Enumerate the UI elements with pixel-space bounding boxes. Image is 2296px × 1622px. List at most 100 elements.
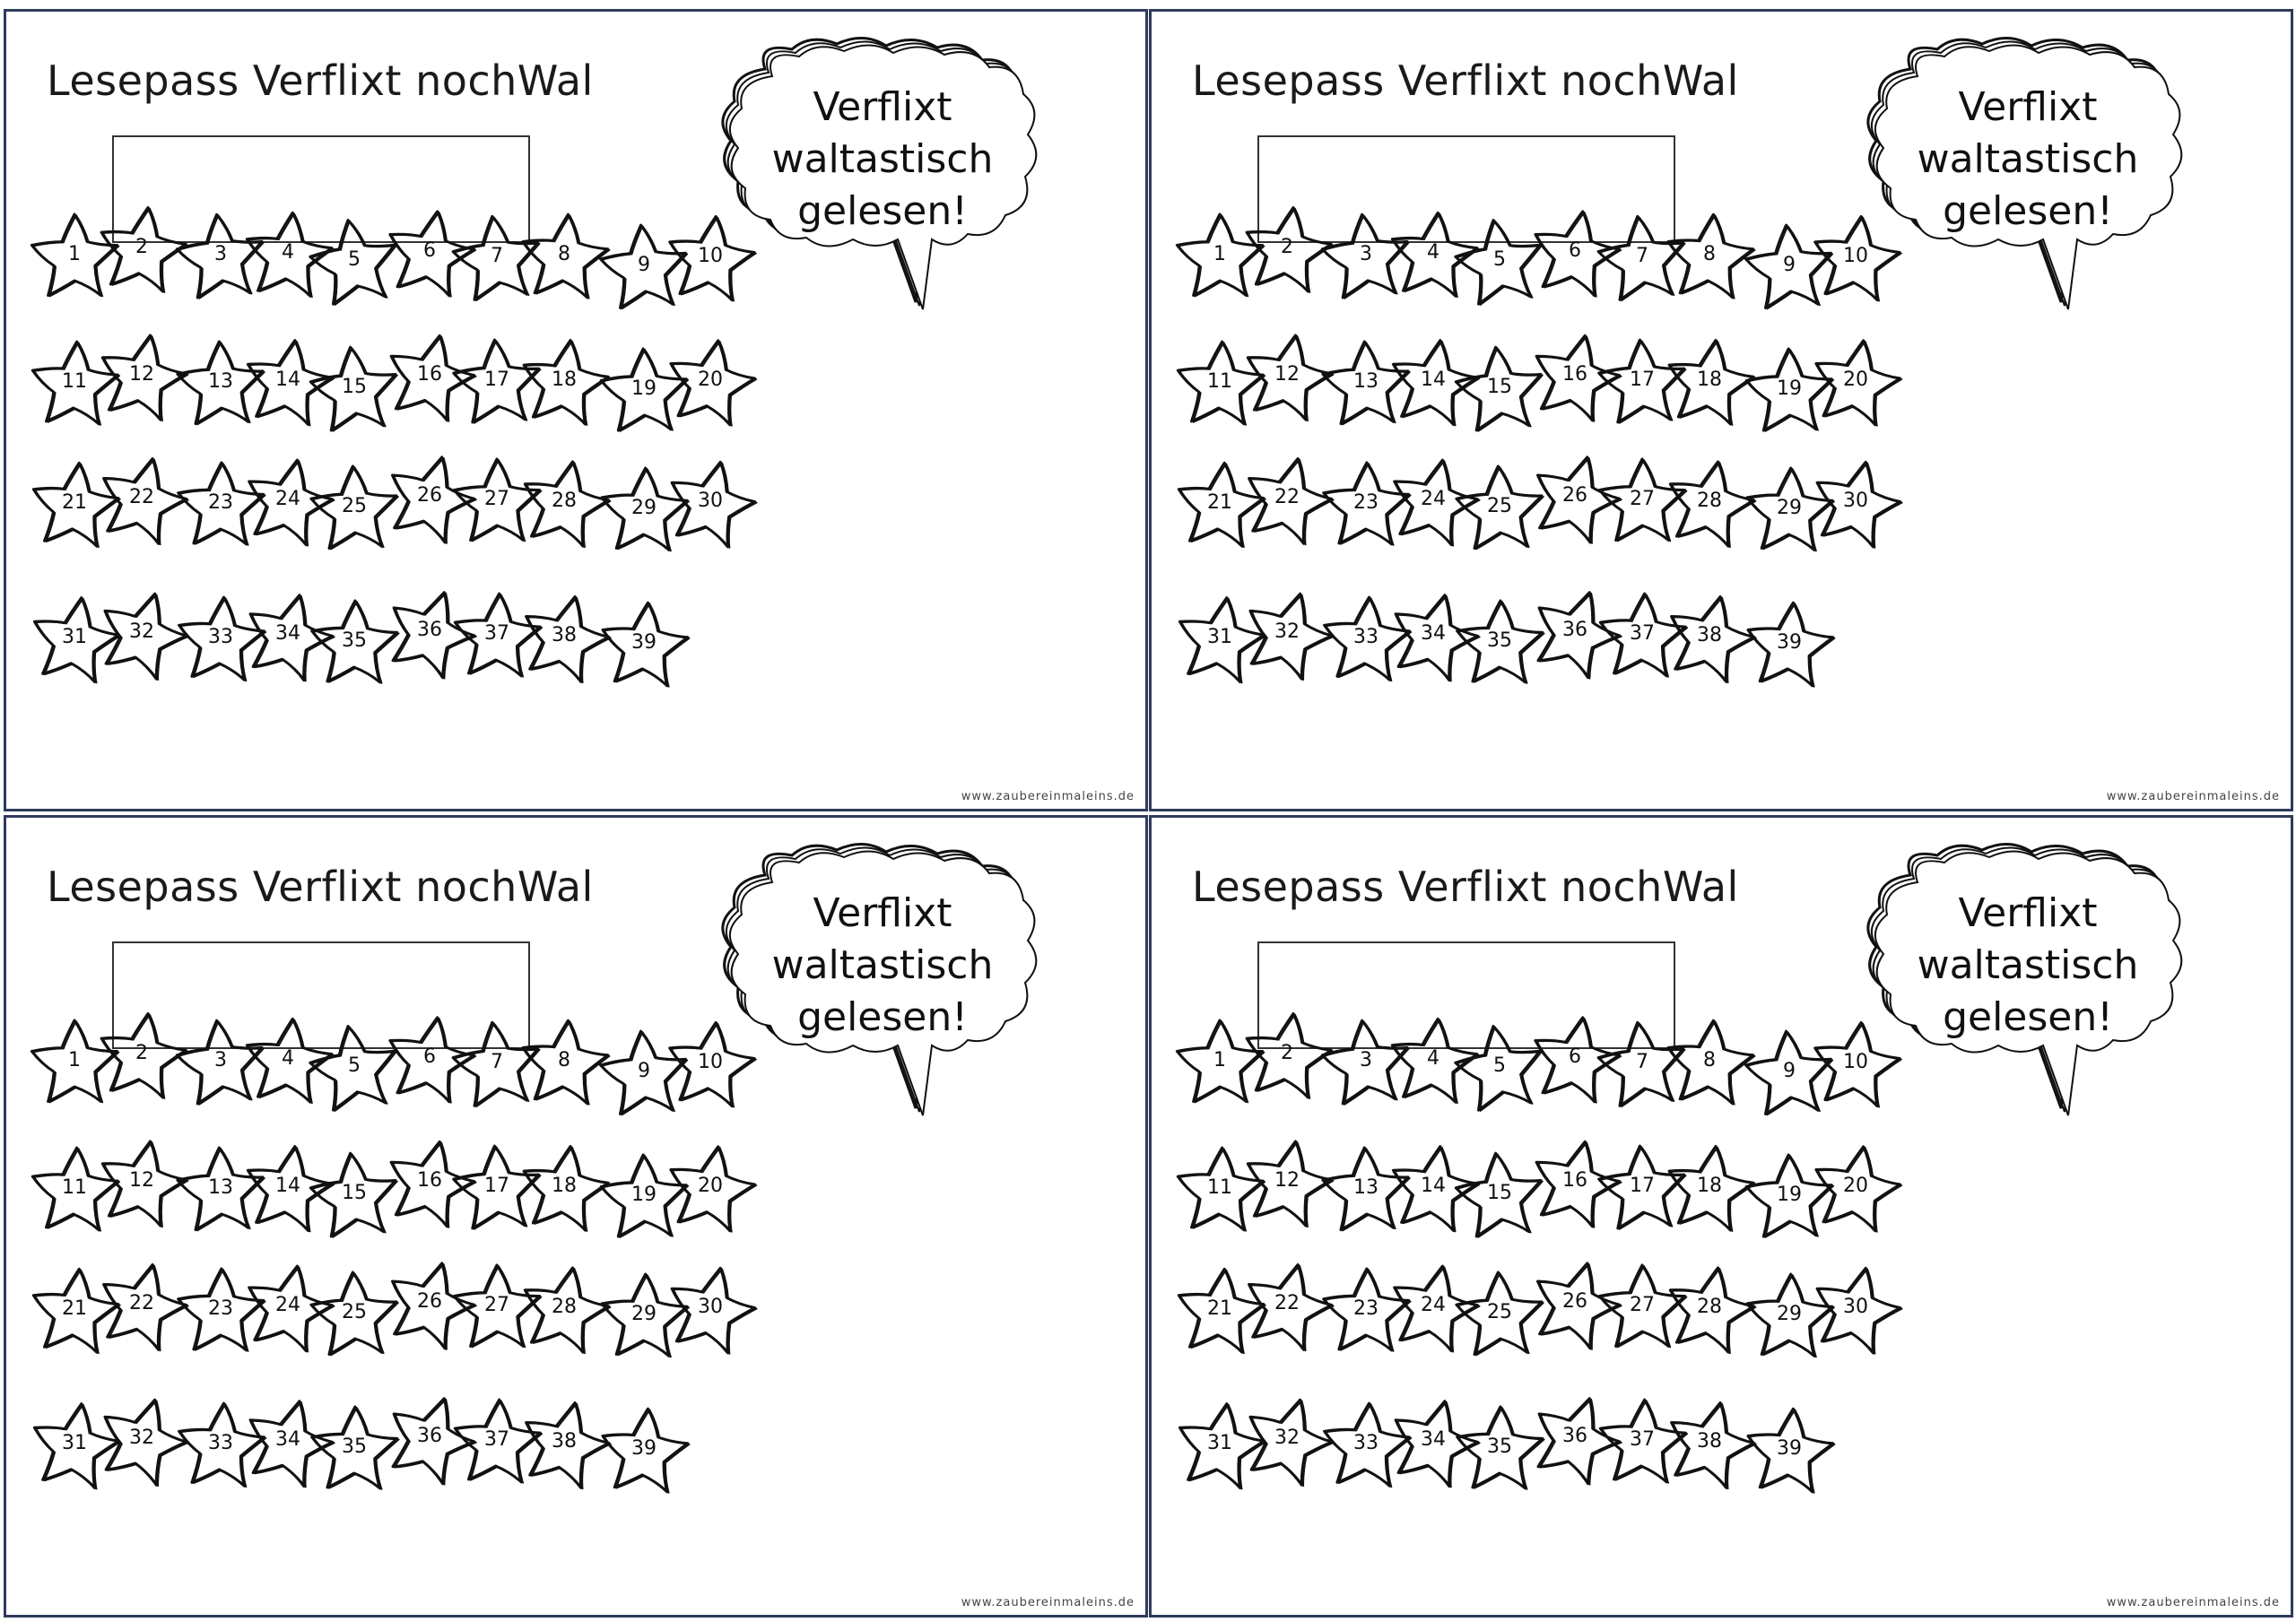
- reading-star[interactable]: 28: [516, 455, 613, 549]
- reading-star[interactable]: 20: [1807, 334, 1904, 428]
- reading-star[interactable]: 33: [1318, 1398, 1414, 1491]
- reading-star[interactable]: 21: [26, 1263, 123, 1357]
- reading-star[interactable]: 26: [1526, 1256, 1623, 1350]
- reading-star[interactable]: 7: [1594, 1017, 1691, 1110]
- reading-star[interactable]: 20: [662, 1141, 759, 1234]
- reading-star[interactable]: 31: [26, 592, 123, 685]
- reading-star[interactable]: 1: [26, 209, 123, 302]
- reading-star[interactable]: 12: [93, 1135, 190, 1228]
- reading-star[interactable]: 20: [1807, 1141, 1904, 1234]
- reading-star[interactable]: 35: [306, 595, 403, 689]
- reading-star[interactable]: 17: [448, 1141, 545, 1234]
- reading-star[interactable]: 21: [1171, 457, 1268, 551]
- reading-star[interactable]: 28: [1661, 455, 1758, 549]
- reading-star[interactable]: 22: [1239, 1258, 1335, 1352]
- name-field-box[interactable]: [1257, 941, 1675, 1049]
- reading-star[interactable]: 18: [1661, 334, 1758, 428]
- reading-star[interactable]: 23: [172, 457, 269, 551]
- reading-star[interactable]: 19: [1741, 343, 1838, 437]
- reading-star[interactable]: 27: [1594, 1260, 1691, 1353]
- reading-star[interactable]: 15: [1451, 1148, 1548, 1241]
- reading-star[interactable]: 38: [516, 1396, 613, 1490]
- reading-star[interactable]: 30: [1807, 455, 1904, 549]
- reading-star[interactable]: 8: [1661, 1015, 1758, 1108]
- reading-star[interactable]: 10: [662, 211, 759, 304]
- reading-star[interactable]: 28: [516, 1262, 613, 1355]
- reading-star[interactable]: 39: [1741, 1403, 1838, 1496]
- reading-star[interactable]: 17: [1594, 334, 1691, 428]
- reading-star[interactable]: 22: [1239, 452, 1335, 546]
- reading-star[interactable]: 10: [1807, 1017, 1904, 1110]
- reading-star[interactable]: 14: [1385, 1141, 1482, 1234]
- reading-star[interactable]: 22: [93, 1258, 190, 1352]
- reading-star[interactable]: 34: [1385, 1394, 1482, 1488]
- reading-star[interactable]: 16: [381, 1135, 478, 1228]
- reading-star[interactable]: 35: [306, 1401, 403, 1495]
- reading-star[interactable]: 20: [662, 334, 759, 428]
- reading-star[interactable]: 36: [381, 1391, 478, 1486]
- reading-star[interactable]: 3: [172, 209, 269, 302]
- reading-star[interactable]: 5: [1451, 1020, 1548, 1114]
- reading-star[interactable]: 4: [239, 1013, 336, 1106]
- name-field-box[interactable]: [112, 941, 530, 1049]
- reading-star[interactable]: 18: [516, 1141, 613, 1234]
- reading-star[interactable]: 32: [93, 1392, 190, 1488]
- reading-star[interactable]: 3: [172, 1015, 269, 1108]
- reading-star[interactable]: 18: [1661, 1141, 1758, 1234]
- reading-star[interactable]: 34: [239, 588, 336, 682]
- reading-star[interactable]: 17: [448, 334, 545, 428]
- reading-star[interactable]: 19: [1741, 1149, 1838, 1243]
- reading-star[interactable]: 33: [1318, 592, 1414, 685]
- reading-star[interactable]: 35: [1451, 1401, 1548, 1495]
- reading-star[interactable]: 16: [1526, 329, 1623, 422]
- reading-star[interactable]: 31: [1171, 592, 1268, 685]
- reading-star[interactable]: 31: [1171, 1398, 1268, 1491]
- reading-star[interactable]: 3: [1318, 1015, 1414, 1108]
- reading-star[interactable]: 30: [662, 1262, 759, 1355]
- reading-star[interactable]: 4: [239, 207, 336, 300]
- reading-star[interactable]: 32: [1239, 586, 1335, 681]
- reading-star[interactable]: 5: [306, 1020, 403, 1114]
- reading-star[interactable]: 8: [516, 1015, 613, 1108]
- reading-star[interactable]: 7: [448, 1017, 545, 1110]
- reading-star[interactable]: 39: [596, 597, 692, 690]
- reading-star[interactable]: 35: [1451, 595, 1548, 689]
- reading-star[interactable]: 2: [93, 202, 190, 295]
- reading-star[interactable]: 10: [1807, 211, 1904, 304]
- reading-star[interactable]: 25: [1451, 461, 1548, 554]
- reading-star[interactable]: 38: [1661, 1396, 1758, 1490]
- reading-star[interactable]: 30: [1807, 1262, 1904, 1355]
- reading-star[interactable]: 22: [93, 452, 190, 546]
- reading-star[interactable]: 25: [306, 1267, 403, 1360]
- reading-star[interactable]: 31: [26, 1398, 123, 1491]
- reading-star[interactable]: 32: [1239, 1392, 1335, 1488]
- reading-star[interactable]: 11: [26, 336, 123, 429]
- reading-star[interactable]: 29: [596, 463, 692, 556]
- reading-star[interactable]: 8: [516, 209, 613, 302]
- reading-star[interactable]: 16: [1526, 1135, 1623, 1228]
- name-field-box[interactable]: [1257, 135, 1675, 243]
- reading-star[interactable]: 7: [1594, 211, 1691, 304]
- reading-star[interactable]: 17: [1594, 1141, 1691, 1234]
- reading-star[interactable]: 14: [1385, 334, 1482, 428]
- reading-star[interactable]: 14: [239, 1141, 336, 1234]
- reading-star[interactable]: 15: [1451, 342, 1548, 435]
- reading-star[interactable]: 21: [1171, 1263, 1268, 1357]
- reading-star[interactable]: 26: [1526, 450, 1623, 544]
- reading-star[interactable]: 15: [306, 1148, 403, 1241]
- reading-star[interactable]: 28: [1661, 1262, 1758, 1355]
- reading-star[interactable]: 19: [596, 343, 692, 437]
- reading-star[interactable]: 10: [662, 1017, 759, 1110]
- reading-star[interactable]: 7: [448, 211, 545, 304]
- reading-star[interactable]: 29: [1741, 1269, 1838, 1362]
- reading-star[interactable]: 39: [596, 1403, 692, 1496]
- reading-star[interactable]: 21: [26, 457, 123, 551]
- reading-star[interactable]: 27: [1594, 454, 1691, 547]
- reading-star[interactable]: 29: [1741, 463, 1838, 556]
- reading-star[interactable]: 18: [516, 334, 613, 428]
- reading-star[interactable]: 12: [1239, 329, 1335, 422]
- reading-star[interactable]: 16: [381, 329, 478, 422]
- reading-star[interactable]: 38: [516, 590, 613, 684]
- name-field-box[interactable]: [112, 135, 530, 243]
- reading-star[interactable]: 25: [306, 461, 403, 554]
